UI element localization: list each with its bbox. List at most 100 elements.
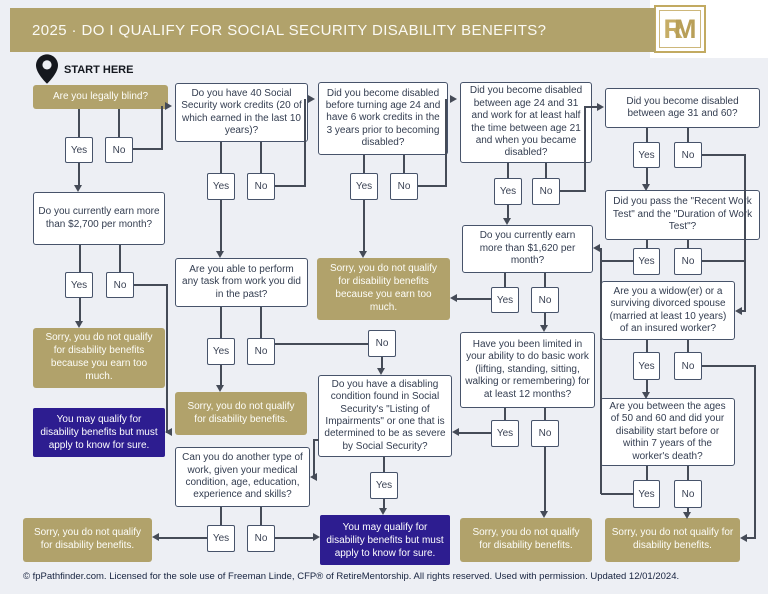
- answer-yes: Yes: [370, 472, 398, 499]
- connector-line: [220, 507, 222, 525]
- connector-line: [744, 154, 746, 312]
- arrowhead: [735, 307, 742, 315]
- connector-line: [646, 340, 648, 352]
- connector-line: [275, 185, 305, 187]
- arrowhead: [593, 244, 600, 252]
- answer-no: No: [390, 173, 418, 200]
- arrowhead: [310, 473, 317, 481]
- connector-line: [702, 365, 756, 367]
- connector-line: [504, 408, 506, 420]
- connector-line: [545, 163, 547, 178]
- connector-line: [646, 168, 648, 186]
- connector-line: [403, 155, 405, 173]
- connector-line: [586, 106, 597, 108]
- question-disabled-24-31: Did you become disabled between age 24 a…: [460, 82, 592, 163]
- connector-line: [445, 99, 447, 187]
- question-disabled-before-24: Did you become disabled before turning a…: [318, 82, 448, 155]
- arrowhead: [377, 368, 385, 375]
- answer-yes: Yes: [350, 173, 378, 200]
- connector-line: [544, 408, 546, 420]
- connector-line: [363, 155, 365, 173]
- connector-line: [314, 439, 319, 441]
- question-earn-1620: Do you currently earn more than $1,620 p…: [462, 225, 593, 273]
- outcome-no-qualify-bottom-mid: Sorry, you do not qualify for disability…: [460, 518, 592, 562]
- arrowhead: [642, 392, 650, 399]
- answer-no: No: [674, 480, 702, 508]
- answer-yes: Yes: [207, 338, 235, 365]
- arrowhead: [216, 251, 224, 258]
- connector-line: [220, 200, 222, 253]
- outcome-no-qualify-bottom-right: Sorry, you do not qualify for disability…: [605, 518, 740, 562]
- connector-line: [584, 106, 586, 192]
- connector-line: [544, 447, 546, 513]
- question-legally-blind: Are you legally blind?: [33, 85, 168, 109]
- connector-line: [600, 248, 602, 494]
- connector-line: [260, 507, 262, 525]
- question-limited-12-months: Have you been limited in your ability to…: [460, 332, 595, 408]
- answer-no: No: [674, 248, 702, 275]
- arrowhead: [379, 508, 387, 515]
- outcome-may-qualify-bottom: You may qualify for disability benefits …: [320, 515, 450, 565]
- connector-line: [457, 298, 491, 300]
- connector-line: [166, 284, 168, 433]
- question-disabled-31-60: Did you become disabled between age 31 a…: [605, 88, 760, 128]
- connector-line: [687, 340, 689, 352]
- connector-line: [459, 432, 491, 434]
- question-age-50-60: Are you between the ages of 50 and 60 an…: [600, 398, 735, 466]
- outcome-no-qualify-bottom-left: Sorry, you do not qualify for disability…: [23, 518, 152, 562]
- answer-no: No: [247, 525, 275, 552]
- question-other-work: Can you do another type of work, given y…: [175, 447, 310, 507]
- connector-line: [702, 154, 746, 156]
- connector-line: [560, 190, 586, 192]
- start-pin-icon: [36, 54, 58, 89]
- question-listing-impairments: Do you have a disabling condition found …: [318, 375, 452, 457]
- connector-line: [504, 273, 506, 287]
- connector-line: [544, 273, 546, 287]
- answer-no: No: [247, 338, 275, 365]
- answer-no: No: [106, 272, 134, 298]
- logo-letter-r: R: [663, 13, 684, 44]
- question-work-tests: Did you pass the "Recent Work Test" and …: [605, 190, 760, 240]
- arrowhead: [313, 533, 320, 541]
- arrowhead: [683, 512, 691, 519]
- connector-line: [220, 365, 222, 387]
- connector-line: [646, 466, 648, 480]
- answer-yes: Yes: [65, 137, 93, 163]
- answer-yes: Yes: [494, 178, 522, 205]
- arrowhead: [152, 533, 159, 541]
- arrowhead: [308, 95, 315, 103]
- connector-line: [159, 537, 207, 539]
- connector-line: [313, 439, 315, 479]
- connector-line: [601, 493, 634, 495]
- answer-yes: Yes: [633, 480, 660, 508]
- connector-line: [646, 380, 648, 394]
- connector-line: [687, 128, 689, 142]
- connector-line: [275, 537, 315, 539]
- arrowhead: [165, 428, 172, 436]
- answer-no: No: [532, 178, 560, 205]
- answer-no: No: [531, 287, 559, 313]
- page-title: 2025 · DO I QUALIFY FOR SOCIAL SECURITY …: [32, 21, 547, 39]
- arrowhead: [540, 325, 548, 332]
- arrowhead: [75, 321, 83, 328]
- connector-line: [381, 357, 383, 370]
- connector-line: [741, 310, 746, 312]
- connector-line: [544, 313, 546, 327]
- connector-line: [79, 298, 81, 323]
- connector-line: [78, 163, 80, 187]
- arrowhead: [452, 428, 459, 436]
- answer-no: No: [674, 352, 702, 380]
- arrowhead: [450, 95, 457, 103]
- logo-letter-m: M: [674, 13, 697, 44]
- connector-line: [78, 109, 80, 137]
- question-earn-2700: Do you currently earn more than $2,700 p…: [33, 192, 165, 245]
- answer-yes: Yes: [491, 287, 519, 313]
- connector-line: [79, 245, 81, 272]
- outcome-earn-too-much-mid: Sorry, you do not qualify for disability…: [317, 258, 450, 320]
- connector-line: [260, 307, 262, 338]
- connector-line: [507, 205, 509, 220]
- arrowhead: [540, 511, 548, 518]
- connector-line: [275, 343, 368, 345]
